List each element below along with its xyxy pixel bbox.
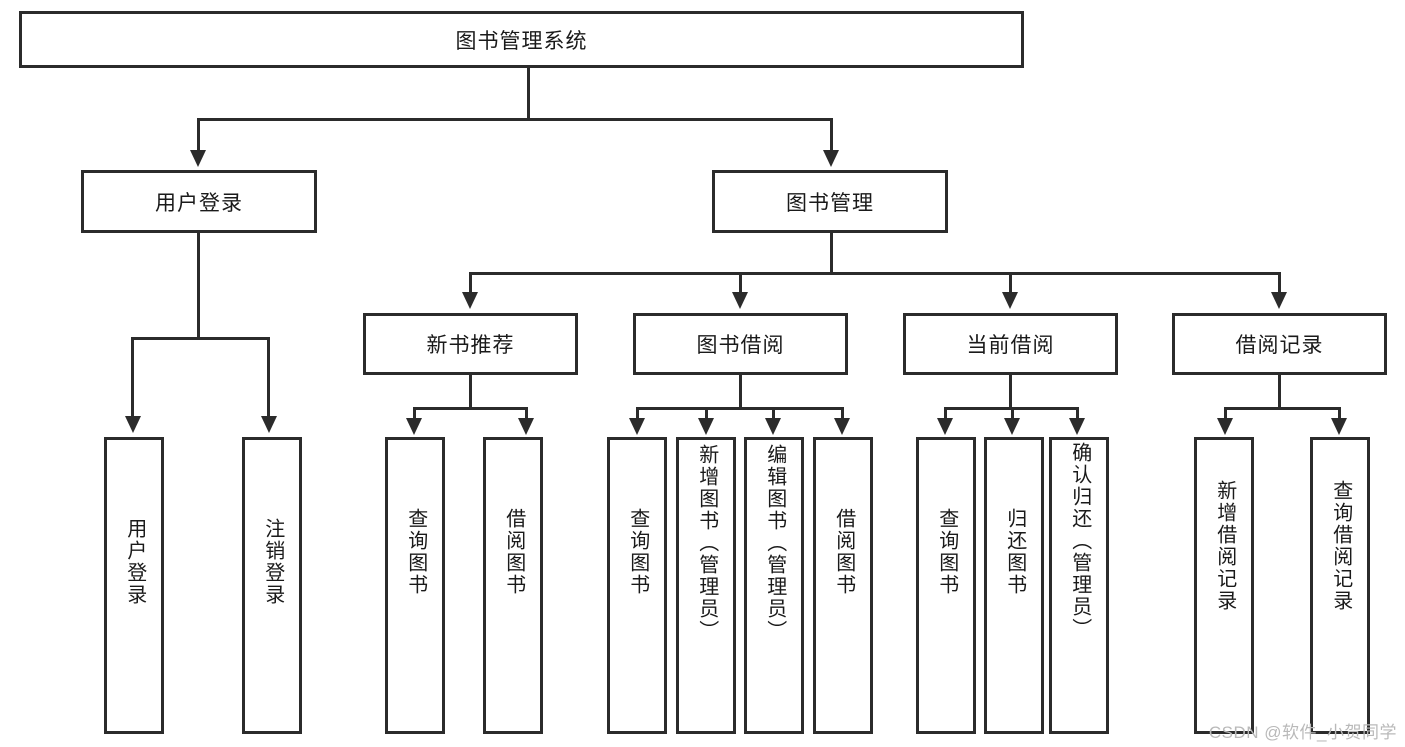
connector-user-login-stem bbox=[197, 233, 200, 340]
arrowhead-br-query bbox=[1331, 418, 1347, 435]
leaf-label: 查询图书 bbox=[404, 508, 427, 596]
connector-drop-bb-edit bbox=[772, 407, 775, 421]
connector-drop-br-query bbox=[1338, 407, 1341, 421]
watermark-text: CSDN @软件_小贺同学 bbox=[1208, 723, 1397, 742]
leaf-label: 确认归还（管理员） bbox=[1068, 442, 1091, 640]
arrowhead-borrow-record bbox=[1271, 292, 1287, 309]
connector-drop-leaf-logout bbox=[267, 337, 270, 419]
leaf-label: 查询图书 bbox=[935, 508, 958, 596]
node-root-system[interactable]: 图书管理系统 bbox=[19, 11, 1024, 68]
connector-new-book-bus bbox=[413, 407, 528, 410]
leaf-label: 注销登录 bbox=[261, 518, 284, 606]
leaf-cb-query-book[interactable]: 查询图书 bbox=[916, 437, 976, 734]
connector-book-manage-stem bbox=[830, 233, 833, 275]
leaf-logout[interactable]: 注销登录 bbox=[242, 437, 302, 734]
node-book-borrow[interactable]: 图书借阅 bbox=[633, 313, 848, 375]
arrowhead-leaf-user-login bbox=[125, 416, 141, 433]
arrowhead-book-borrow bbox=[732, 292, 748, 309]
arrowhead-nb-query bbox=[406, 418, 422, 435]
connector-borrow-record-stem bbox=[1278, 375, 1281, 410]
connector-book-borrow-bus bbox=[636, 407, 844, 410]
arrowhead-nb-borrow bbox=[518, 418, 534, 435]
connector-drop-cb-query bbox=[944, 407, 947, 421]
leaf-label: 借阅图书 bbox=[502, 508, 525, 596]
connector-drop-current-borrow bbox=[1009, 272, 1012, 295]
arrowhead-current-borrow bbox=[1002, 292, 1018, 309]
connector-new-book-stem bbox=[469, 375, 472, 410]
node-label: 借阅记录 bbox=[1235, 334, 1324, 357]
leaf-label: 用户登录 bbox=[123, 518, 146, 606]
leaf-br-add-record[interactable]: 新增借阅记录 bbox=[1194, 437, 1254, 734]
leaf-label: 新增借阅记录 bbox=[1213, 480, 1236, 612]
connector-drop-cb-return bbox=[1011, 407, 1014, 421]
leaf-label: 查询图书 bbox=[626, 508, 649, 596]
leaf-label: 归还图书 bbox=[1003, 508, 1026, 596]
connector-book-borrow-stem bbox=[739, 375, 742, 410]
node-user-login[interactable]: 用户登录 bbox=[81, 170, 317, 233]
arrowhead-cb-query bbox=[937, 418, 953, 435]
leaf-bb-borrow-book[interactable]: 借阅图书 bbox=[813, 437, 873, 734]
leaf-cb-confirm-return[interactable]: 确认归还（管理员） bbox=[1049, 437, 1109, 734]
connector-drop-nb-query bbox=[413, 407, 416, 421]
leaf-user-login[interactable]: 用户登录 bbox=[104, 437, 164, 734]
arrowhead-bb-query bbox=[629, 418, 645, 435]
connector-borrow-record-bus bbox=[1224, 407, 1341, 410]
node-label: 当前借阅 bbox=[966, 334, 1055, 357]
connector-root-bus bbox=[197, 118, 833, 121]
connector-drop-new-book bbox=[469, 272, 472, 295]
node-current-borrow[interactable]: 当前借阅 bbox=[903, 313, 1118, 375]
connector-book-manage-bus bbox=[469, 272, 1281, 275]
connector-root-stem bbox=[527, 68, 530, 120]
arrowhead-br-add bbox=[1217, 418, 1233, 435]
connector-drop-borrow-record bbox=[1278, 272, 1281, 295]
arrowhead-cb-confirm bbox=[1069, 418, 1085, 435]
node-book-manage[interactable]: 图书管理 bbox=[712, 170, 948, 233]
node-label: 用户登录 bbox=[155, 191, 243, 215]
node-new-book-recommend[interactable]: 新书推荐 bbox=[363, 313, 578, 375]
connector-drop-user-login bbox=[197, 118, 200, 153]
leaf-nb-borrow-book[interactable]: 借阅图书 bbox=[483, 437, 543, 734]
leaf-nb-query-book[interactable]: 查询图书 bbox=[385, 437, 445, 734]
leaf-label: 编辑图书（管理员） bbox=[763, 444, 786, 642]
arrowhead-cb-return bbox=[1004, 418, 1020, 435]
arrowhead-bb-edit bbox=[765, 418, 781, 435]
connector-drop-br-add bbox=[1224, 407, 1227, 421]
leaf-bb-add-book[interactable]: 新增图书（管理员） bbox=[676, 437, 736, 734]
connector-drop-bb-query bbox=[636, 407, 639, 421]
node-label: 新书推荐 bbox=[426, 334, 515, 357]
leaf-label: 新增图书（管理员） bbox=[695, 444, 718, 642]
connector-drop-book-borrow bbox=[739, 272, 742, 295]
leaf-cb-return-book[interactable]: 归还图书 bbox=[984, 437, 1044, 734]
connector-drop-book-manage bbox=[830, 118, 833, 153]
arrowhead-new-book bbox=[462, 292, 478, 309]
connector-drop-bb-borrow bbox=[841, 407, 844, 421]
arrowhead-bb-borrow bbox=[834, 418, 850, 435]
node-label: 图书借阅 bbox=[696, 334, 785, 357]
connector-current-borrow-stem bbox=[1009, 375, 1012, 410]
connector-drop-leaf-user-login bbox=[131, 337, 134, 419]
leaf-bb-query-book[interactable]: 查询图书 bbox=[607, 437, 667, 734]
node-label: 图书管理系统 bbox=[455, 29, 588, 53]
node-borrow-record[interactable]: 借阅记录 bbox=[1172, 313, 1387, 375]
leaf-bb-edit-book[interactable]: 编辑图书（管理员） bbox=[744, 437, 804, 734]
arrowhead-bb-add bbox=[698, 418, 714, 435]
connector-drop-bb-add bbox=[705, 407, 708, 421]
leaf-label: 借阅图书 bbox=[832, 508, 855, 596]
arrowhead-book-manage bbox=[823, 150, 839, 167]
arrowhead-leaf-logout bbox=[261, 416, 277, 433]
node-label: 图书管理 bbox=[786, 191, 874, 215]
connector-drop-nb-borrow bbox=[525, 407, 528, 421]
arrowhead-user-login bbox=[190, 150, 206, 167]
connector-user-login-bus bbox=[131, 337, 267, 340]
leaf-br-query-record[interactable]: 查询借阅记录 bbox=[1310, 437, 1370, 734]
connector-drop-cb-confirm bbox=[1076, 407, 1079, 421]
leaf-label: 查询借阅记录 bbox=[1329, 480, 1352, 612]
